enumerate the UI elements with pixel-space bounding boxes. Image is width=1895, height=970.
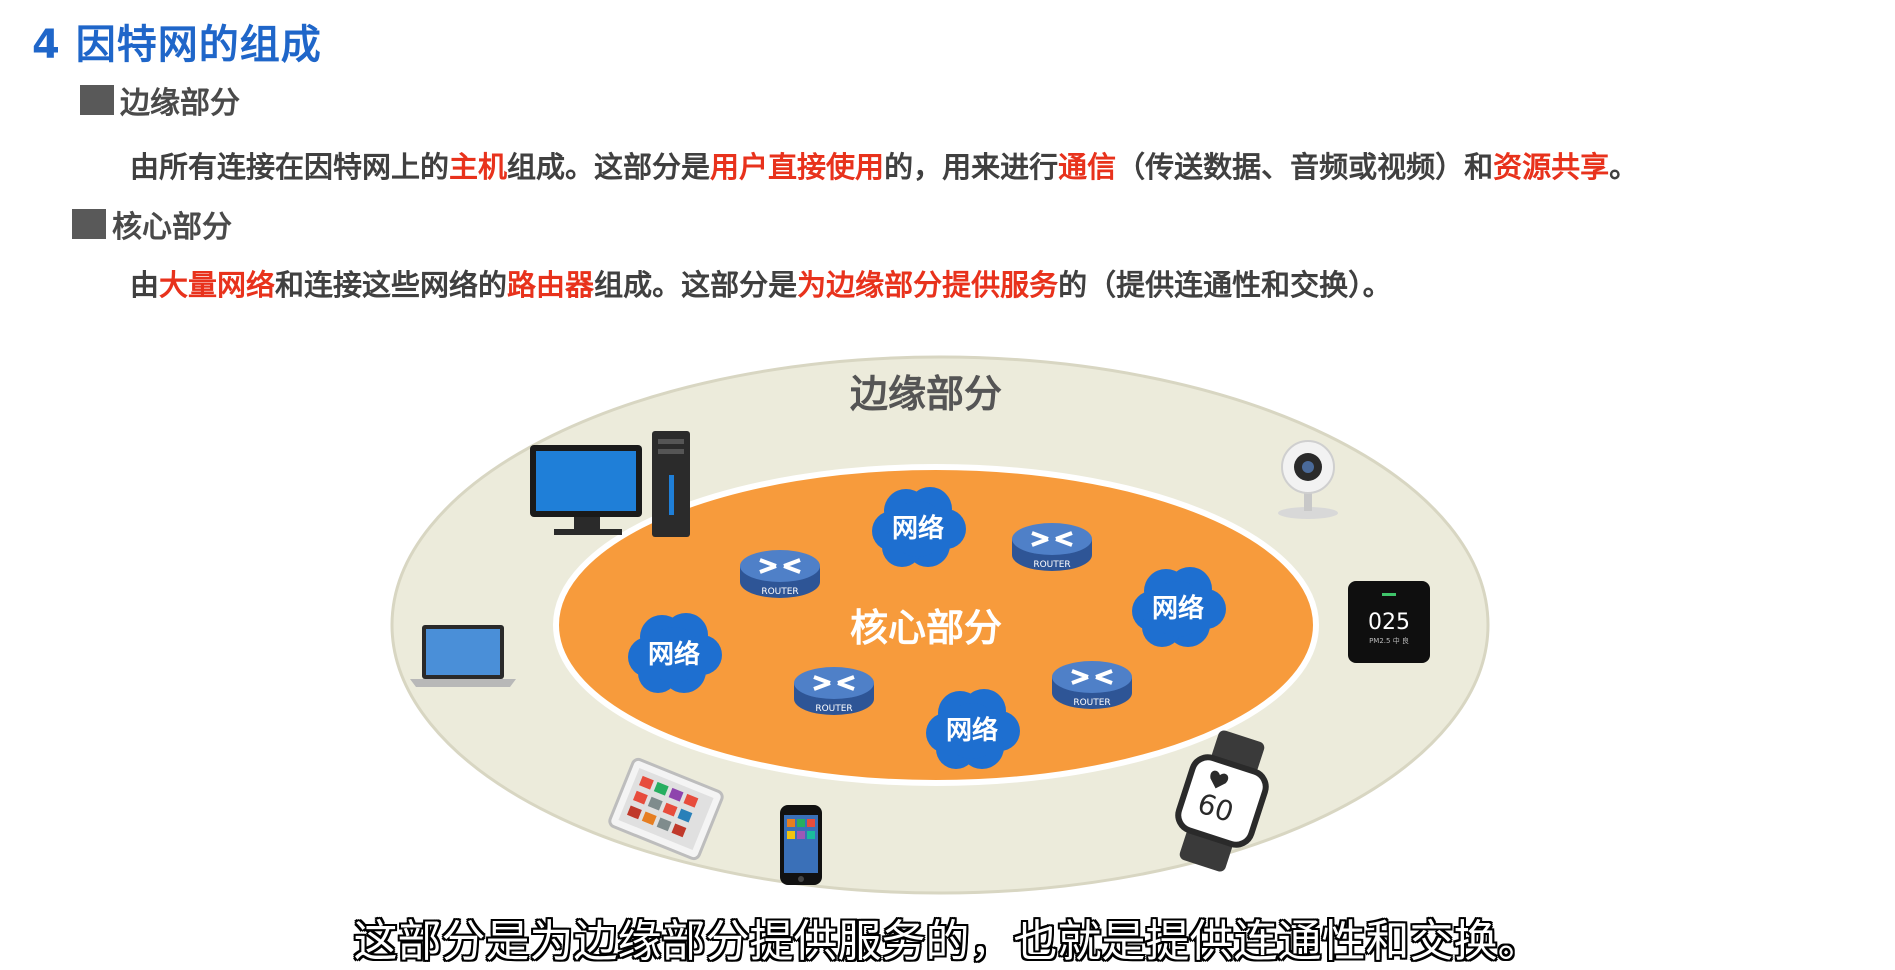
core-section-heading: 核心部分 <box>72 202 232 246</box>
slide-title: 4 因特网的组成 <box>32 22 322 68</box>
network-cloud-1: 网络 <box>872 487 966 567</box>
core-area-label: 核心部分 <box>850 606 1002 650</box>
router-label: ROUTER <box>1033 560 1070 570</box>
monitor-display: 025 <box>1368 610 1410 635</box>
edge-text-segment: 由所有连接在因特网上的 <box>130 150 450 184</box>
square-bullet-icon <box>72 209 106 239</box>
tablet-icon <box>608 757 724 861</box>
router-2: ROUTER <box>1012 523 1092 571</box>
edge-section-heading: 边缘部分 <box>80 78 240 122</box>
core-text-segment: 和连接这些网络的 <box>275 268 508 302</box>
core-highlight-text: 为边缘部分提供服务 <box>797 268 1059 302</box>
edge-text-segment: 的，用来进行 <box>884 150 1059 184</box>
monitor-subtext: PM2.5 中 良 <box>1369 636 1409 645</box>
core-ellipse <box>553 464 1319 786</box>
network-cloud-label: 网络 <box>1152 593 1204 624</box>
webcam-icon <box>1278 440 1338 519</box>
network-cloud-label: 网络 <box>946 715 998 746</box>
desktop-computer-icon <box>530 431 690 537</box>
network-cloud-3: 网络 <box>628 613 722 693</box>
edge-highlight-text: 主机 <box>449 150 508 184</box>
smartphone-icon <box>780 805 822 885</box>
edge-highlight-text: 通信 <box>1058 150 1117 184</box>
air-monitor-icon: 025 PM2.5 中 良 <box>1348 581 1430 663</box>
edge-text-segment: （传送数据、音频或视频）和 <box>1116 150 1494 184</box>
edge-heading-text: 边缘部分 <box>120 86 240 121</box>
core-highlight-text: 大量网络 <box>159 268 276 302</box>
core-text-segment: 的（提供连通性和交换）。 <box>1058 268 1392 302</box>
network-cloud-4: 网络 <box>926 689 1020 769</box>
router-4: ROUTER <box>1052 661 1132 709</box>
router-label: ROUTER <box>815 704 852 714</box>
square-bullet-icon <box>80 85 114 115</box>
router-1: ROUTER <box>740 550 820 598</box>
core-text-segment: 组成。这部分是 <box>594 268 798 302</box>
router-3: ROUTER <box>794 667 874 715</box>
laptop-icon <box>410 625 516 687</box>
video-subtitle: 这部分是为边缘部分提供服务的，也就是提供连通性和交换。 <box>353 916 1542 967</box>
edge-area-label: 边缘部分 <box>850 372 1002 416</box>
core-highlight-text: 路由器 <box>507 268 595 302</box>
edge-text-segment: 。 <box>1609 150 1639 184</box>
smartwatch-icon: 60 <box>1175 730 1269 872</box>
router-label: ROUTER <box>1073 698 1110 708</box>
network-cloud-label: 网络 <box>648 639 700 670</box>
edge-text-segment: 组成。这部分是 <box>507 150 711 184</box>
core-description: 由大量网络和连接这些网络的路由器组成。这部分是为边缘部分提供服务的（提供连通性和… <box>130 262 1392 304</box>
edge-highlight-text: 用户直接使用 <box>710 150 885 184</box>
router-label: ROUTER <box>761 587 798 597</box>
network-cloud-label: 网络 <box>892 513 944 544</box>
internet-composition-diagram: 边缘部分 核心部分 网络 网络 网络 网络 ROUTER <box>370 335 1510 955</box>
network-cloud-2: 网络 <box>1132 567 1226 647</box>
core-heading-text: 核心部分 <box>112 210 232 245</box>
edge-description: 由所有连接在因特网上的主机组成。这部分是用户直接使用的，用来进行通信（传送数据、… <box>130 144 1638 186</box>
edge-highlight-text: 资源共享 <box>1493 150 1610 184</box>
core-text-segment: 由 <box>130 268 160 302</box>
